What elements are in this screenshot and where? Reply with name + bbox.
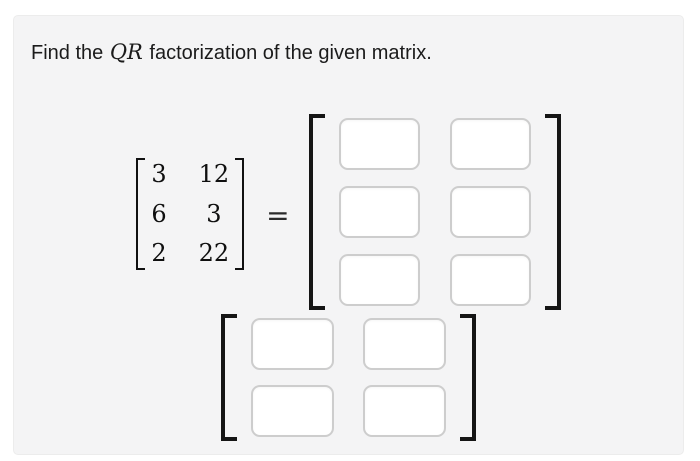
r-entry-r1c1[interactable] (363, 385, 446, 437)
q-entry-r1c0[interactable] (338, 186, 420, 238)
problem-text-suffix: factorization of the given matrix. (149, 42, 432, 64)
q-matrix-right-bracket (544, 114, 561, 310)
r-matrix-left-bracket (221, 314, 237, 441)
given-matrix-right-bracket (235, 158, 245, 270)
r-matrix (221, 314, 476, 441)
r-entry-r0c1[interactable] (363, 318, 446, 370)
q-entry-r2c0[interactable] (338, 254, 420, 306)
question-card: Find the QR factorization of the given m… (13, 15, 684, 455)
matrix-cell: 3 (206, 199, 222, 228)
r-matrix-right-bracket (460, 314, 476, 441)
r-matrix-entries (251, 318, 446, 437)
matrix-cell: 22 (198, 239, 230, 268)
equals-sign: = (266, 199, 290, 232)
problem-text-prefix: Find the (31, 42, 104, 64)
math-term-qr: QR (109, 40, 143, 64)
q-matrix-entries (338, 118, 531, 306)
r-entry-r1c0[interactable] (251, 385, 334, 437)
equation-line-1: 3 12 6 3 2 22 = (136, 114, 561, 310)
given-matrix: 3 12 6 3 2 22 (136, 158, 245, 270)
q-entry-r2c1[interactable] (449, 254, 531, 306)
q-matrix-left-bracket (308, 114, 325, 310)
q-entry-r0c1[interactable] (449, 118, 531, 170)
given-matrix-left-bracket (136, 158, 146, 270)
matrix-cell: 6 (151, 199, 167, 228)
q-matrix (308, 114, 561, 310)
given-matrix-cells: 3 12 6 3 2 22 (151, 160, 230, 268)
problem-statement: Find the QR factorization of the given m… (31, 40, 683, 65)
q-entry-r1c1[interactable] (449, 186, 531, 238)
matrix-cell: 3 (151, 160, 167, 189)
equation-line-2 (221, 314, 476, 446)
equation-block: 3 12 6 3 2 22 = (14, 114, 683, 446)
matrix-cell: 2 (151, 239, 167, 268)
r-entry-r0c0[interactable] (251, 318, 334, 370)
matrix-cell: 12 (198, 160, 230, 189)
q-entry-r0c0[interactable] (338, 118, 420, 170)
